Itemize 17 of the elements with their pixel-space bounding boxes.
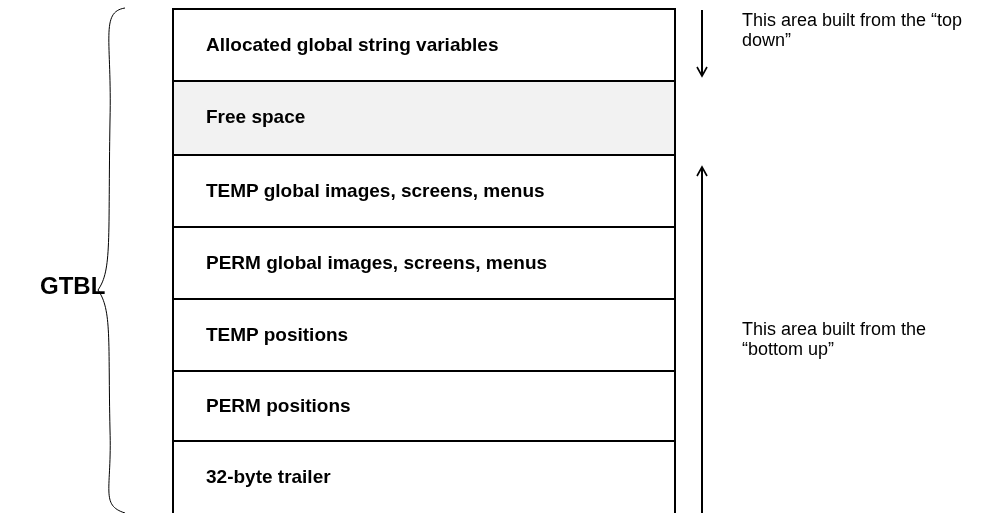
block-label: PERM global images, screens, menus [206, 252, 548, 274]
block-label: TEMP global images, screens, menus [206, 180, 545, 202]
block-label: PERM positions [206, 395, 351, 417]
block-label: TEMP positions [206, 324, 349, 346]
area-note: This area built from the “bottom up” [742, 319, 928, 359]
memory-block [172, 298, 676, 370]
memory-block [172, 440, 676, 513]
area-note: This area built from the “top down” [742, 10, 964, 50]
memory-block [172, 8, 676, 80]
block-label: Allocated global string variables [206, 34, 499, 56]
block-label: Free space [206, 106, 306, 128]
memory-block [172, 80, 676, 154]
bracket-label: GTBL [40, 272, 107, 300]
memory-block [172, 154, 676, 226]
block-label: 32-byte trailer [206, 466, 331, 488]
memory-block [172, 226, 676, 298]
memory-block [172, 370, 676, 440]
